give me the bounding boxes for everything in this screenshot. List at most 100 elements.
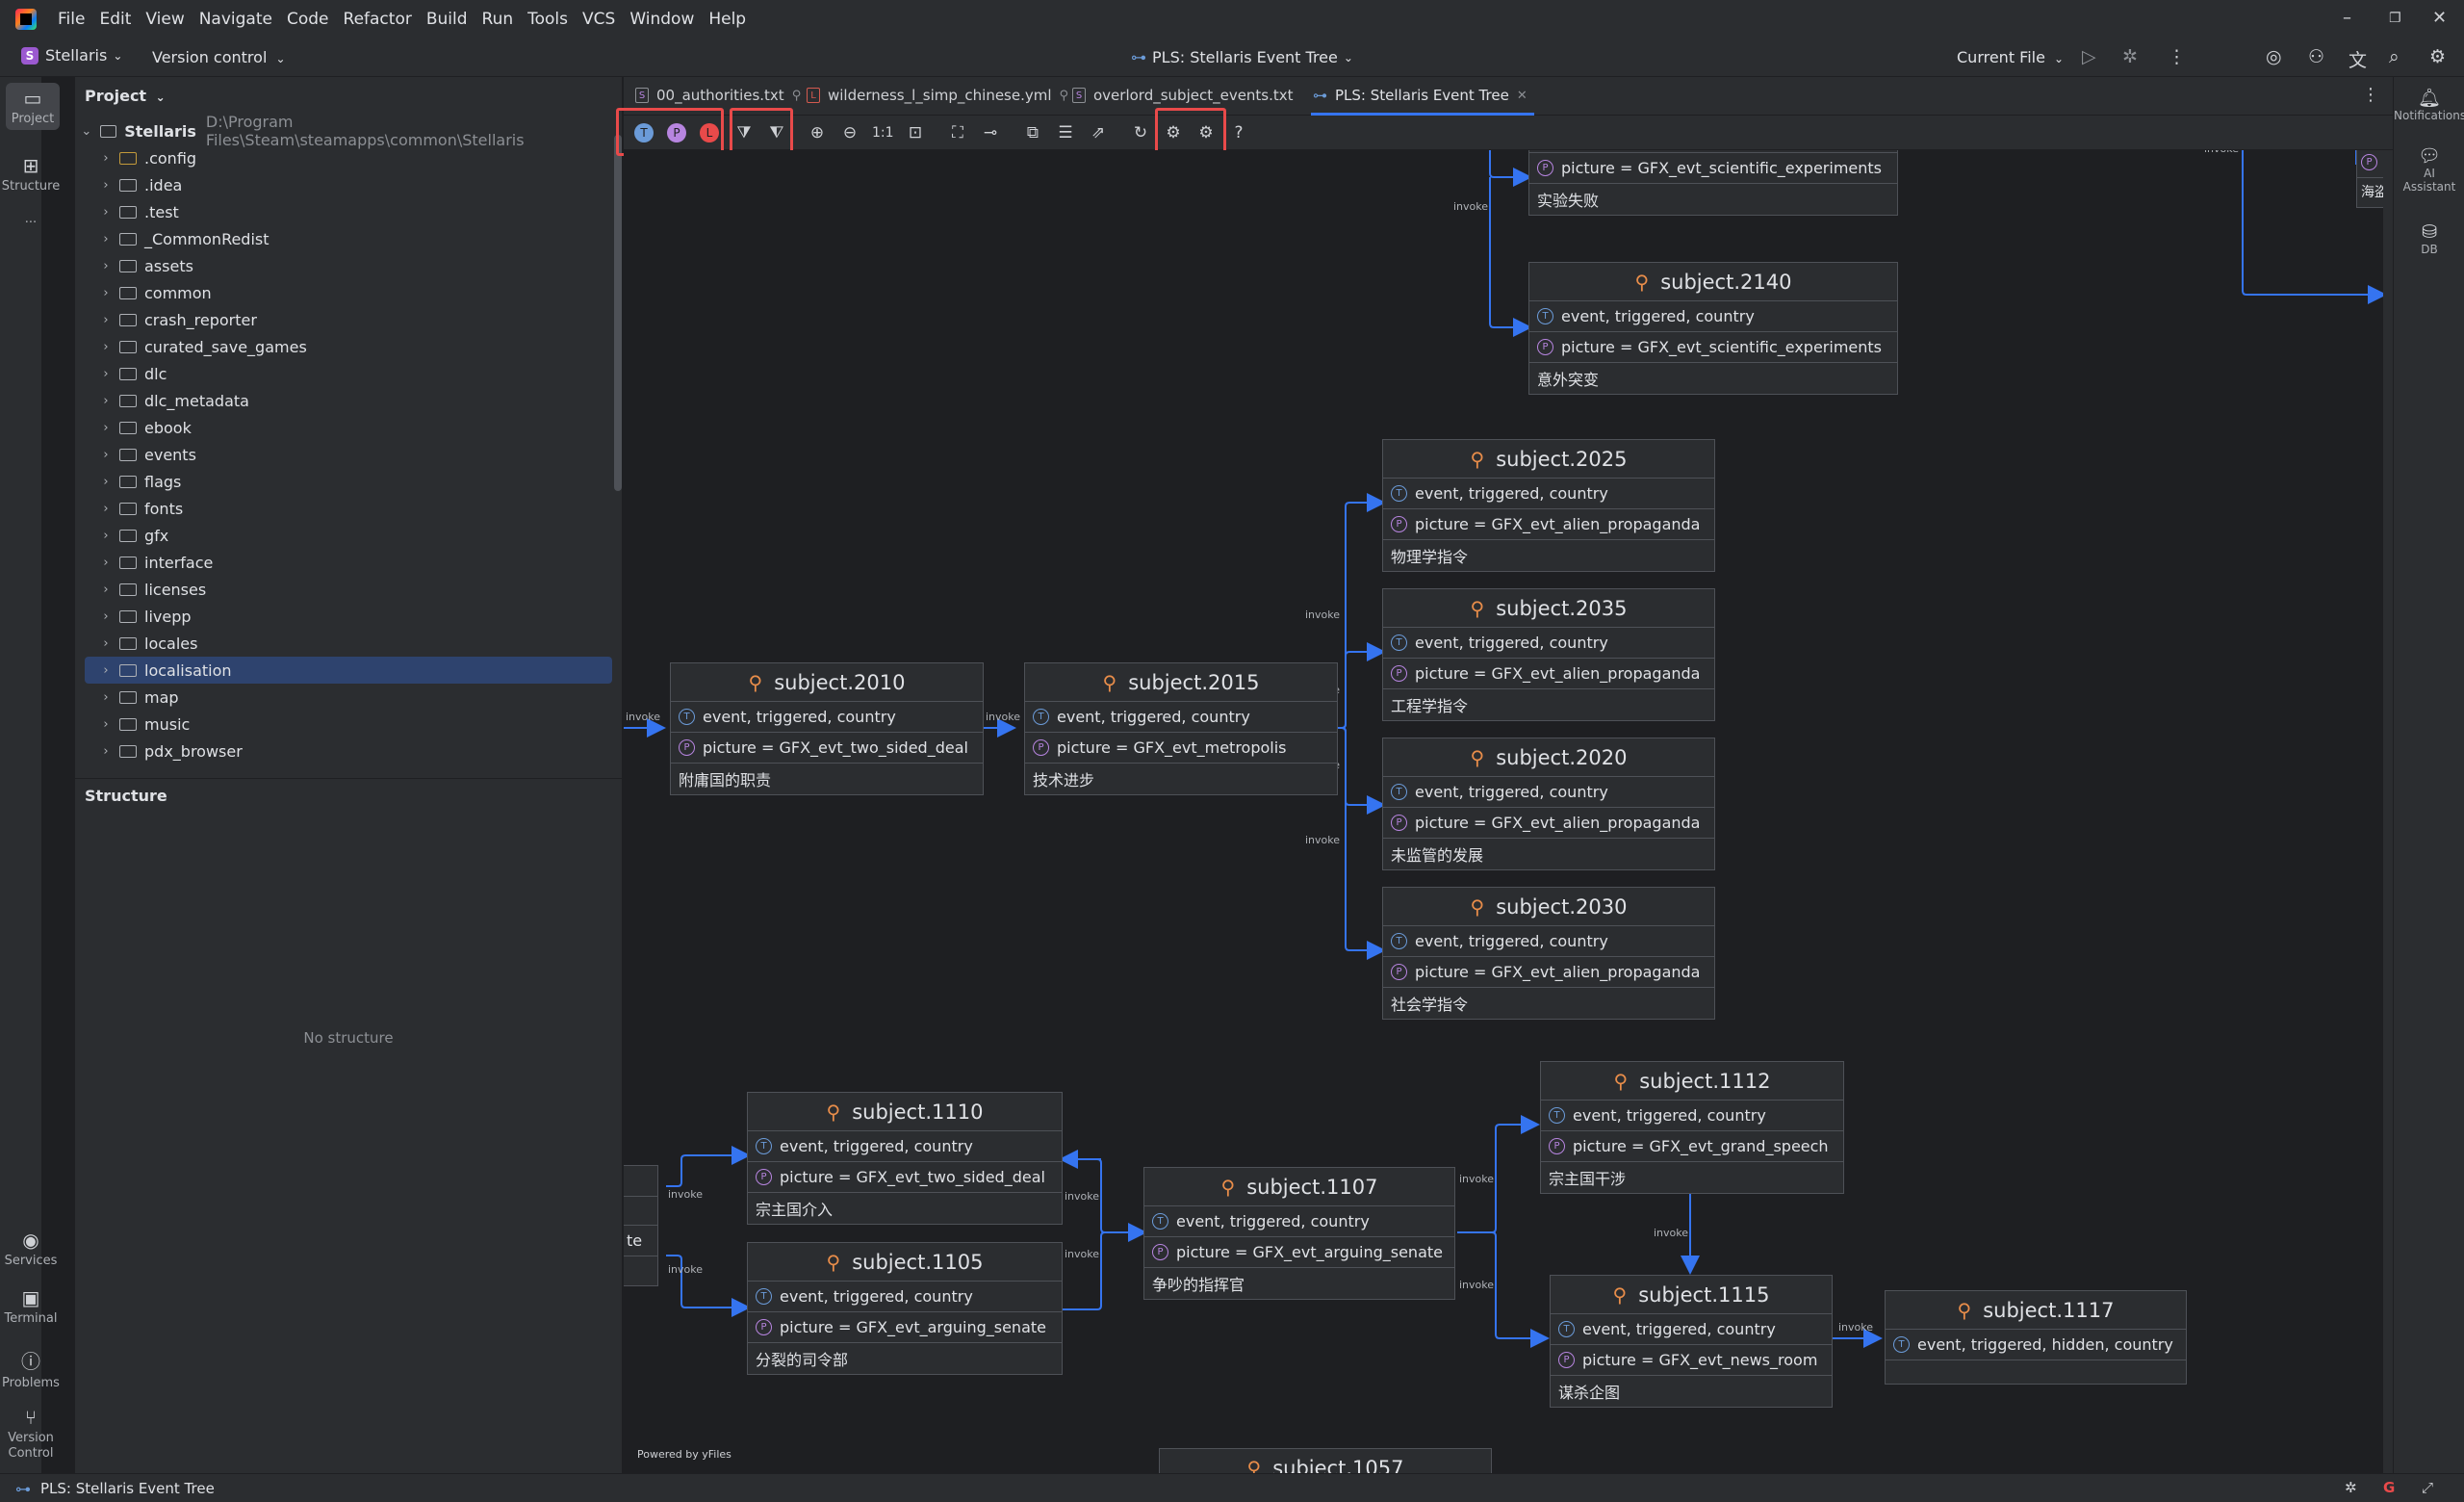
tree-item[interactable]: ›map <box>85 684 612 711</box>
tool-ai-assistant[interactable]: 💬︎ AI Assistant <box>2394 144 2464 194</box>
translate-icon[interactable]: 文 <box>2348 50 2368 71</box>
tab-event-tree[interactable]: ⊶ PLS: Stellaris Event Tree ✕ <box>1313 87 1527 104</box>
run-icon[interactable]: ▷ <box>2082 46 2096 67</box>
tree-item[interactable]: ›dlc_metadata <box>85 387 612 414</box>
export-icon[interactable]: ⇗ <box>1091 123 1106 142</box>
tree-item[interactable]: ›.idea <box>85 171 612 198</box>
tree-root[interactable]: ⌄ Stellaris D:\Program Files\Steam\steam… <box>79 113 606 149</box>
layout-hierarchy-icon[interactable]: ⛶ <box>952 123 963 142</box>
tree-item[interactable]: ›interface <box>85 549 612 576</box>
tree-item[interactable]: ›assets <box>85 252 612 279</box>
project-scrollbar[interactable] <box>614 135 622 491</box>
close-icon[interactable]: ✕ <box>2432 8 2448 28</box>
tool-version-control[interactable]: ⑂ Version Control <box>0 1406 62 1462</box>
tree-item[interactable]: ›gfx <box>85 522 612 549</box>
menu-tools[interactable]: Tools <box>527 10 569 29</box>
tool-structure[interactable]: ⊞ Structure <box>0 154 62 194</box>
canvas-scrollbar[interactable] <box>2383 150 2393 1473</box>
project-panel-header[interactable]: Project ⌄ <box>85 87 166 105</box>
status-text[interactable]: PLS: Stellaris Event Tree <box>40 1479 215 1497</box>
tree-item[interactable]: ›events <box>85 441 612 468</box>
fit-content-icon[interactable]: ⊡ <box>908 123 923 142</box>
tool-database[interactable]: ⛁ DB <box>2394 221 2464 256</box>
tool-notifications[interactable]: 🔔︎ Notifications <box>2394 87 2464 122</box>
settings-gear-icon[interactable]: ⚙ <box>1198 123 1214 142</box>
tree-item[interactable]: ›music <box>85 711 612 738</box>
settings-gear-icon[interactable]: ⚙ <box>1166 123 1181 142</box>
expand-icon[interactable]: ⤢ <box>2422 1479 2434 1496</box>
refresh-icon[interactable]: ↻ <box>1133 123 1148 142</box>
ai-spiral-icon[interactable]: ◎ <box>2266 46 2282 67</box>
menu-edit[interactable]: Edit <box>99 10 132 29</box>
menu-help[interactable]: Help <box>708 10 747 29</box>
pin-icon[interactable]: ⚲ <box>791 88 802 103</box>
menu-file[interactable]: File <box>58 10 86 29</box>
settings-gear-icon[interactable]: ⚙ <box>2429 46 2447 67</box>
tree-item[interactable]: ›.config <box>85 144 612 171</box>
search-icon[interactable]: ⌕ <box>2389 46 2400 67</box>
tool-services[interactable]: ◉ Services <box>0 1229 62 1268</box>
filter-icon[interactable]: ⧩ <box>736 123 752 142</box>
layout-direction-icon[interactable]: ⊸ <box>983 123 998 142</box>
event-node[interactable]: ⚲subject.1057 <box>1159 1448 1492 1473</box>
more-vertical-icon[interactable]: ⋮ <box>2168 46 2186 67</box>
filter-settings-icon[interactable]: ⧨ <box>769 123 784 142</box>
tree-item[interactable]: ›_CommonRedist <box>85 225 612 252</box>
tree-item[interactable]: ›pdx_browser <box>85 738 612 764</box>
tree-item[interactable]: ›crash_reporter <box>85 306 612 333</box>
help-button[interactable]: ? <box>1234 123 1244 142</box>
zoom-out-icon[interactable]: ⊖ <box>842 123 858 142</box>
app-logo-icon[interactable] <box>15 9 37 30</box>
show-property-icon[interactable]: P <box>667 123 686 142</box>
tree-item[interactable]: ›ebook <box>85 414 612 441</box>
list-icon[interactable]: ☰ <box>1058 123 1073 142</box>
menu-navigate[interactable]: Navigate <box>198 10 272 29</box>
debug-icon[interactable]: ✲ <box>2122 46 2138 67</box>
tool-more[interactable]: ··· <box>0 216 62 230</box>
tree-item[interactable]: ›flags <box>85 468 612 495</box>
minimize-icon[interactable]: – <box>2343 8 2351 28</box>
menu-view[interactable]: View <box>145 10 185 29</box>
project-selector[interactable]: S Stellaris ⌄ <box>21 46 122 65</box>
tree-item[interactable]: ›locales <box>85 630 612 657</box>
menu-code[interactable]: Code <box>286 10 329 29</box>
tree-item[interactable]: ›fonts <box>85 495 612 522</box>
account-icon[interactable]: ⚇ <box>2308 46 2325 67</box>
menu-refactor[interactable]: Refactor <box>343 10 412 29</box>
more-vertical-icon[interactable]: ⋮ <box>2362 85 2379 105</box>
run-config-selector[interactable]: ⊶ PLS: Stellaris Event Tree ⌄ <box>1131 48 1353 66</box>
restore-icon[interactable]: ❐ <box>2389 11 2401 26</box>
tab-authorities[interactable]: S 00_authorities.txt ⚲ <box>635 87 801 104</box>
graph-canvas[interactable]: invoke invoke invoke invoke invoke invok… <box>624 150 2393 1473</box>
tool-project[interactable]: ▭ Project <box>6 83 60 130</box>
copy-icon[interactable]: ⧉ <box>1026 123 1040 142</box>
zoom-in-icon[interactable]: ⊕ <box>809 123 825 142</box>
pin-icon[interactable]: ⚲ <box>1059 88 1069 103</box>
tree-item[interactable]: ›dlc <box>85 360 612 387</box>
tree-item[interactable]: ›common <box>85 279 612 306</box>
show-localisation-icon[interactable]: L <box>700 123 719 142</box>
tree-item[interactable]: ›livepp <box>85 603 612 630</box>
tool-problems[interactable]: ⓘ Problems <box>0 1346 62 1390</box>
partial-node-left[interactable]: te <box>624 1165 658 1286</box>
tool-terminal[interactable]: ▣ Terminal <box>0 1286 62 1326</box>
tree-item[interactable]: ›.test <box>85 198 612 225</box>
actual-size-button[interactable]: 1:1 <box>872 125 894 141</box>
menu-window[interactable]: Window <box>629 10 695 29</box>
vcs-selector[interactable]: Version control ⌄ <box>152 48 286 66</box>
menu-run[interactable]: Run <box>481 10 514 29</box>
current-file-selector[interactable]: Current File ⌄ <box>1957 48 2064 66</box>
tree-item[interactable]: ›curated_save_games <box>85 333 612 360</box>
show-type-icon[interactable]: T <box>634 123 654 142</box>
